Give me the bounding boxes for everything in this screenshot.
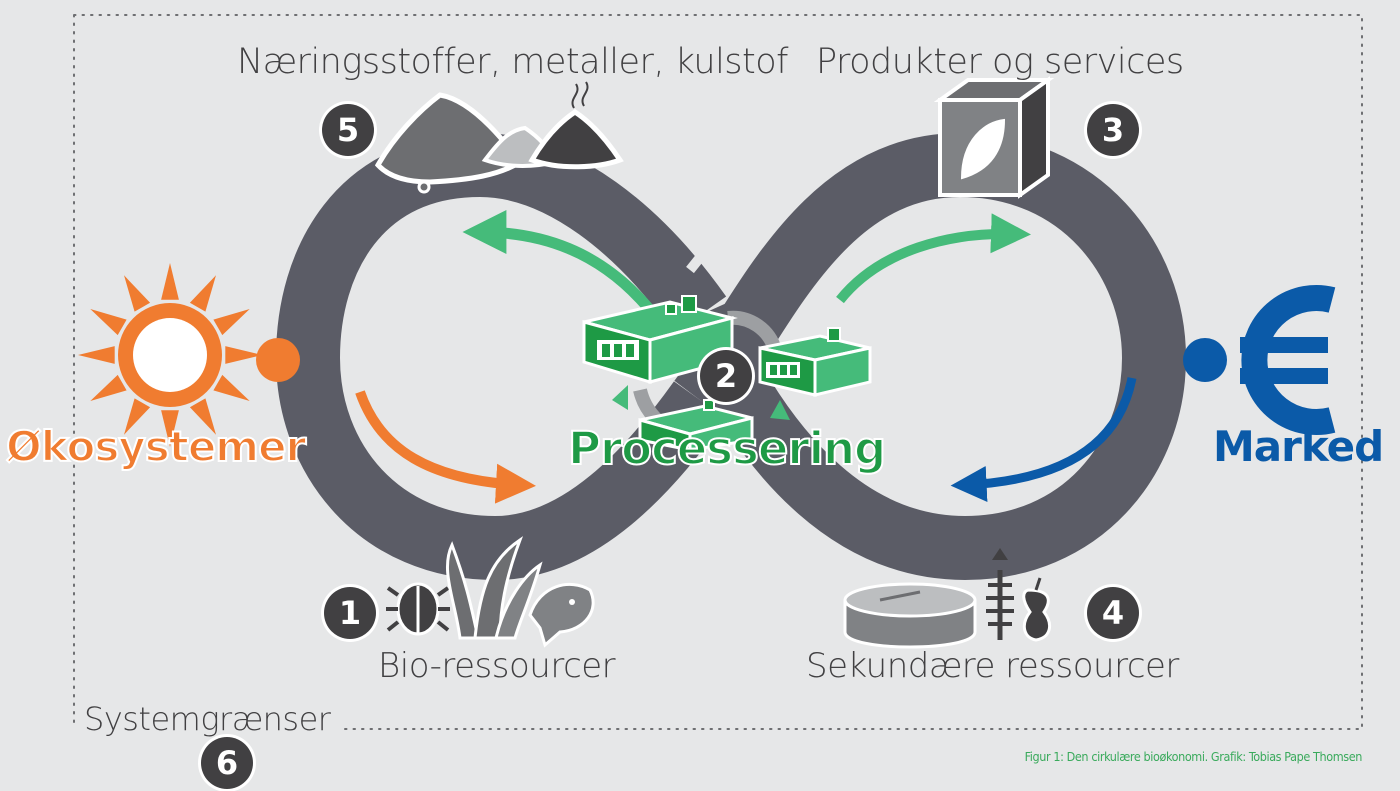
badge-6: 6 [201, 737, 253, 789]
badge-4: 4 [1087, 587, 1139, 639]
sun-icon [78, 263, 262, 447]
sun-ray [124, 275, 151, 312]
label-nutrients: Næringsstoffer, metaller, kulstof [237, 42, 789, 82]
label-bio-resources: Bio-ressourcer [378, 646, 616, 686]
apple-core-icon [1022, 577, 1052, 642]
hub-processing: Processering [567, 421, 887, 476]
label-products: Produkter og services [816, 42, 1184, 82]
sun-ray [189, 275, 216, 312]
grass-icon [445, 536, 543, 640]
sun-ray [124, 398, 151, 435]
factory-icon [582, 295, 872, 452]
sun-ray [225, 346, 262, 364]
sun-ray [213, 309, 250, 336]
label-secondary-resources: Sekundære ressourcer [806, 646, 1179, 686]
badge-1: 1 [324, 587, 376, 639]
sun-ray [189, 398, 216, 435]
tank-icon [843, 582, 977, 649]
label-system-boundaries: Systemgrænser [84, 700, 331, 738]
system-boundary-frame [73, 14, 1363, 730]
fish-bone-icon [986, 548, 1014, 640]
market-dot [1183, 338, 1227, 382]
sun-ray [90, 309, 127, 336]
sun-ray [213, 374, 250, 401]
leaf-box-icon [933, 76, 1055, 199]
infinity-loop [275, 132, 1187, 581]
badge-3: 3 [1087, 104, 1139, 156]
soil-pile-icon [374, 81, 624, 194]
figure-caption: Figur 1: Den cirkulære bioøkonomi. Grafi… [1024, 749, 1363, 764]
fish-icon [528, 582, 595, 648]
badge-5: 5 [322, 104, 374, 156]
arrow-market-to-secondary [950, 377, 1137, 502]
euro-icon [1240, 285, 1336, 435]
ecosystem-dot [256, 338, 300, 382]
arrow-to-products [836, 213, 1031, 304]
insect-icon [386, 582, 450, 636]
hub-market: Marked [1213, 422, 1384, 471]
arrow-to-nutrients [462, 210, 655, 314]
sun-ray [161, 263, 179, 300]
sun-ray [161, 410, 179, 447]
arrow-ecosystem-to-bio [355, 390, 536, 504]
sun-ray [78, 346, 115, 364]
badge-2: 2 [700, 350, 752, 402]
sun-ray [90, 374, 127, 401]
hub-ecosystems: Økosystemer [5, 421, 307, 472]
